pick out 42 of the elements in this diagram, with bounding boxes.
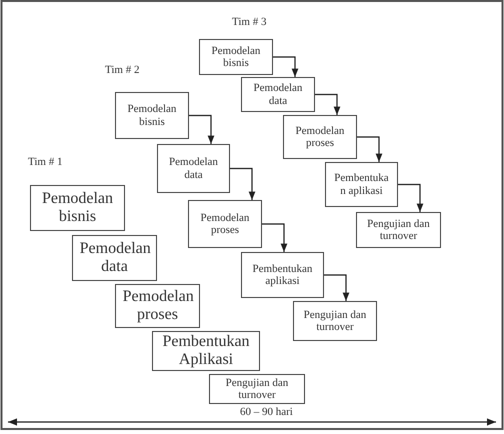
box-text: Pengujian dan turnover <box>302 308 368 334</box>
process-box <box>157 144 230 193</box>
process-box <box>283 115 357 159</box>
box-text: Pemodelan data <box>252 82 304 107</box>
arrow <box>262 223 288 252</box>
arrow <box>230 168 256 200</box>
box-text: Pengujian dan turnover <box>366 218 431 242</box>
process-box <box>152 331 260 371</box>
process-box <box>325 162 398 207</box>
arrow <box>189 114 214 144</box>
process-box <box>241 77 315 112</box>
arrow <box>357 136 382 162</box>
box-text: Pemodelan proses <box>294 124 346 150</box>
process-box <box>209 374 305 404</box>
box-text: Pembentuka n aplikasi <box>333 172 390 197</box>
process-box <box>293 301 377 341</box>
process-box <box>72 235 157 281</box>
team-label: Tim # 3 <box>232 16 266 28</box>
team-label: Tim # 2 <box>105 64 140 76</box>
dimension-label: 60 – 90 hari <box>240 406 293 418</box>
box-text: Pembentukan aplikasi <box>252 262 314 288</box>
process-box <box>241 252 324 298</box>
arrow <box>398 184 424 212</box>
box-text: Pemodelan bisnis <box>126 103 178 128</box>
box-text: Pembentukan Aplikasi <box>161 333 251 369</box>
process-box <box>199 39 273 75</box>
box-text: Pemodelan proses <box>122 288 192 324</box>
team-label: Tim # 1 <box>28 156 62 168</box>
box-text: Pemodelan data <box>80 240 150 276</box>
process-box <box>115 284 200 328</box>
box-text: Pengujian dan turnover <box>224 376 290 402</box>
box-text: Pemodelan bisnis <box>210 44 262 70</box>
box-text: Pemodelan proses <box>200 212 250 236</box>
process-box <box>188 200 262 248</box>
box-text: Pemodelan data <box>168 156 219 181</box>
arrow <box>315 94 340 115</box>
process-box <box>30 185 125 231</box>
process-box <box>115 92 189 139</box>
arrow <box>324 274 350 301</box>
arrow <box>273 56 298 77</box>
box-text: Pemodelan bisnis <box>40 190 114 226</box>
process-box <box>356 212 441 248</box>
